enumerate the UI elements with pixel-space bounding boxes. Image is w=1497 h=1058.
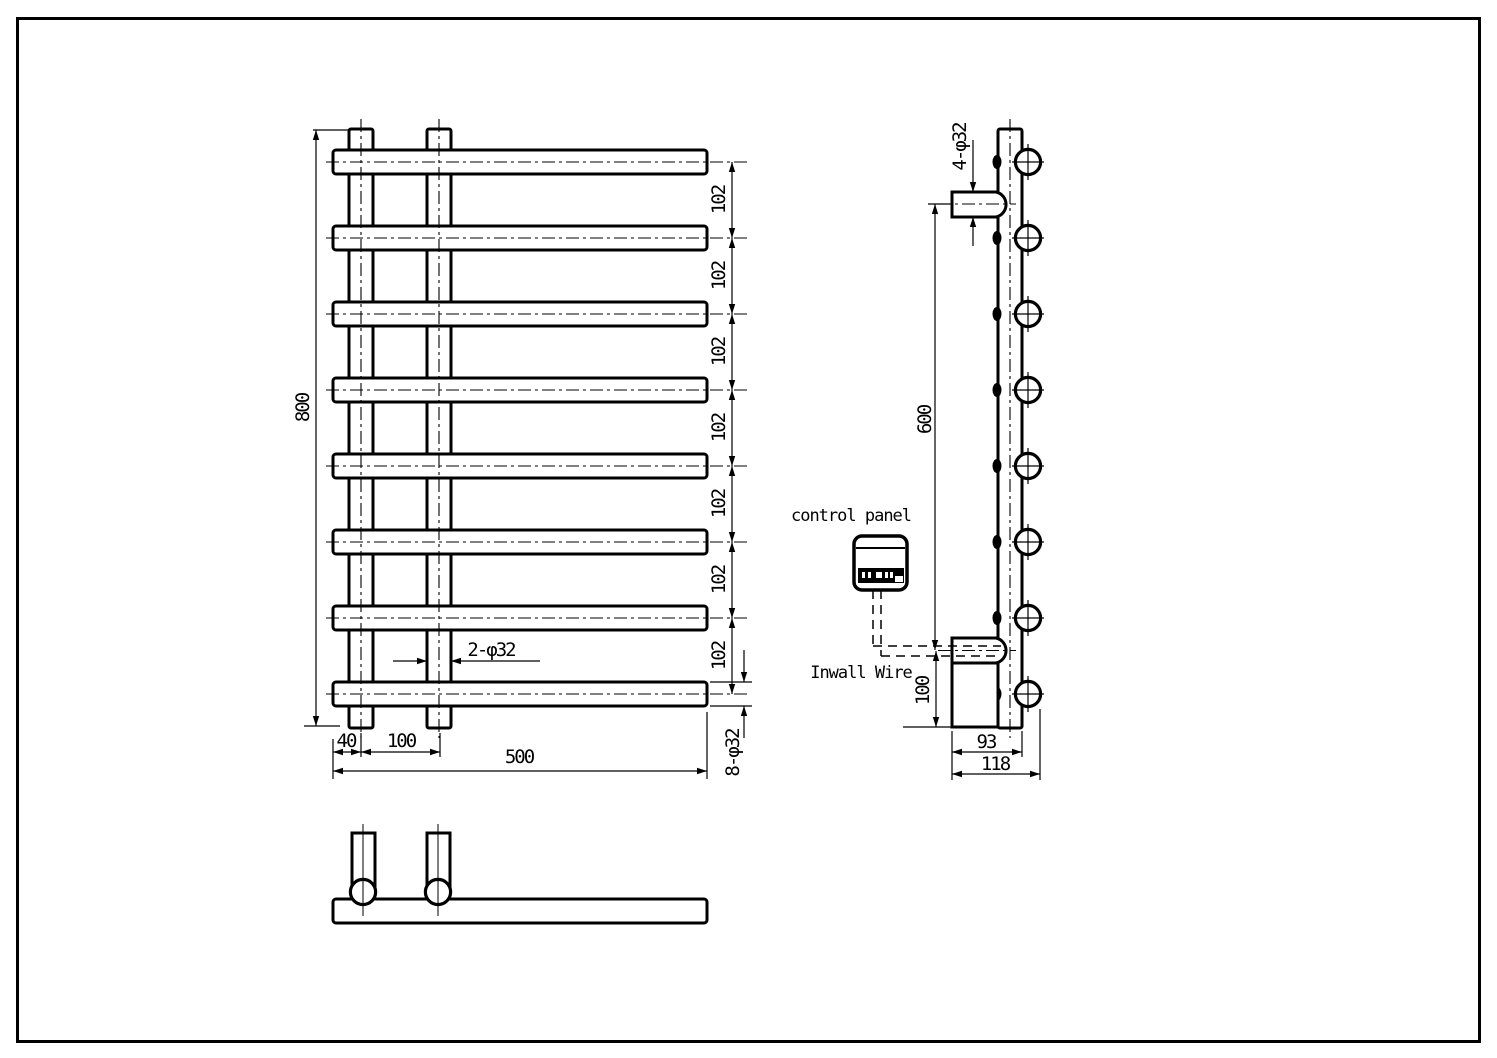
dim-bar-spacing-3: 102 [708,337,730,367]
top-view-bar [331,897,709,925]
drawing-border [16,17,1481,1043]
inwall-wire-label: Inwall Wire [810,663,913,683]
front-view [331,127,709,730]
control-panel-label: control panel [790,506,912,526]
side-view [852,127,1044,730]
dim-body-depth: 93 [976,731,998,753]
dim-bar-spacing-1: 102 [708,185,730,215]
dimension-arrows [312,130,1040,778]
control-panel [852,534,909,592]
circle-crosshairs [1012,144,1044,712]
label-bar-diameter: 8-φ32 [722,729,744,777]
dim-bar-spacing-6: 102 [708,565,730,595]
label-post-diameter: 2-φ32 [467,639,516,661]
inwall-wire-lines [872,590,1001,657]
control-panel-display-digits [862,572,903,582]
dim-stub-spacing: 600 [914,405,936,435]
dim-overall-height: 800 [292,393,314,423]
top-view-centerlines [362,824,439,916]
label-stub-diameter: 4-φ32 [949,123,971,171]
top-view [331,824,709,925]
dim-post-offset: 40 [336,730,358,752]
dim-total-depth: 118 [980,753,1011,775]
dim-bar-spacing-2: 102 [708,261,730,291]
dim-bottom-offset: 100 [912,676,934,706]
centerlines [326,119,1016,738]
dim-post-spacing: 100 [386,730,417,752]
dim-bar-spacing-7: 102 [708,641,730,671]
heater-housing [950,661,1000,729]
dim-overall-width: 500 [504,746,535,768]
dim-bar-spacing-5: 102 [708,489,730,519]
dim-bar-spacing-4: 102 [708,413,730,443]
